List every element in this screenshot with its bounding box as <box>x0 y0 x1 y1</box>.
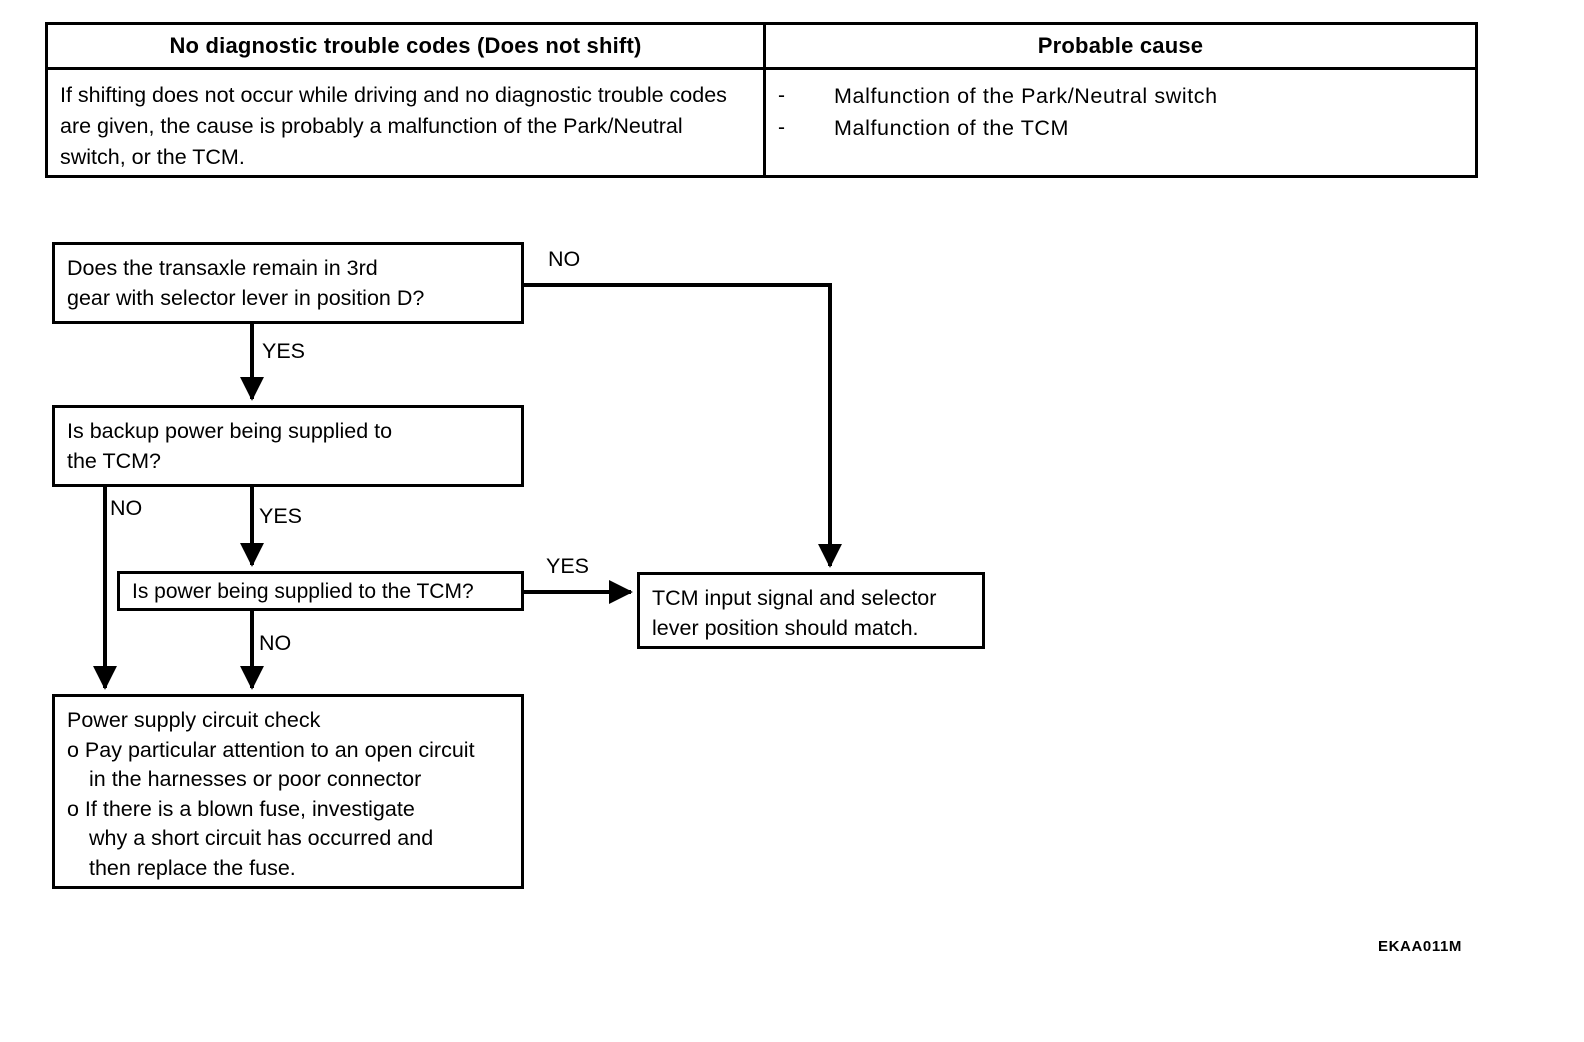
flow-box-question-power-supplied: Is power being supplied to the TCM? <box>117 571 524 611</box>
flow-box-action-power-supply-circuit-check: Power supply circuit check o Pay particu… <box>52 694 524 889</box>
edge-label-q1-no: NO <box>548 247 581 271</box>
table-header-divider <box>48 67 1475 70</box>
flow-box-line: Is backup power being supplied to <box>67 419 393 443</box>
flow-box-line: o Pay particular attention to an open ci… <box>67 737 475 762</box>
flow-box-line: Does the transaxle remain in 3rd <box>67 256 378 280</box>
flow-box-line: lever position should match. <box>652 616 919 640</box>
table-header-symptom: No diagnostic trouble codes (Does not sh… <box>169 33 642 58</box>
flow-box-title: Power supply circuit check <box>67 708 321 732</box>
flow-box-question-transaxle-3rd-gear: Does the transaxle remain in 3rd gear wi… <box>52 242 524 324</box>
figure-reference-code: EKAA011M <box>1378 938 1462 955</box>
flow-box-line: Is power being supplied to the TCM? <box>132 580 474 603</box>
table-column-divider <box>763 25 766 175</box>
edge-q1-no <box>524 283 842 568</box>
edge-label-q2-yes: YES <box>259 504 303 528</box>
bullet-dash-icon: - <box>778 84 785 107</box>
flow-box-line: TCM input signal and selector <box>652 586 937 610</box>
probable-cause-text: Malfunction of the TCM <box>834 116 1070 140</box>
flow-box-line: o If there is a blown fuse, investigate <box>67 796 415 821</box>
flow-box-result-tcm-signal-match: TCM input signal and selector lever posi… <box>637 572 985 649</box>
bullet-dash-icon: - <box>778 116 785 139</box>
edge-label-q2-no: NO <box>110 496 143 520</box>
flow-box-line: then replace the fuse. <box>89 855 296 880</box>
flow-box-line: why a short circuit has occurred and <box>89 826 434 850</box>
table-cell-symptom-description: If shifting does not occur while driving… <box>60 83 727 169</box>
symptom-cause-table: No diagnostic trouble codes (Does not sh… <box>45 22 1478 178</box>
flow-box-line: in the harnesses or poor connector <box>89 767 422 791</box>
probable-cause-item: - Malfunction of the Park/Neutral switch <box>778 80 1463 112</box>
table-header-probable-cause: Probable cause <box>1037 33 1204 58</box>
table-cell-probable-causes: - Malfunction of the Park/Neutral switch… <box>766 70 1475 175</box>
flow-box-line: gear with selector lever in position D? <box>67 286 425 310</box>
probable-cause-text: Malfunction of the Park/Neutral switch <box>834 84 1218 108</box>
flow-box-line: the TCM? <box>67 449 161 473</box>
edge-label-q3-yes: YES <box>546 554 590 578</box>
flow-box-question-backup-power: Is backup power being supplied to the TC… <box>52 405 524 487</box>
probable-cause-item: - Malfunction of the TCM <box>778 112 1463 144</box>
edge-label-q1-yes: YES <box>262 339 306 363</box>
edge-label-q3-no: NO <box>259 631 292 655</box>
